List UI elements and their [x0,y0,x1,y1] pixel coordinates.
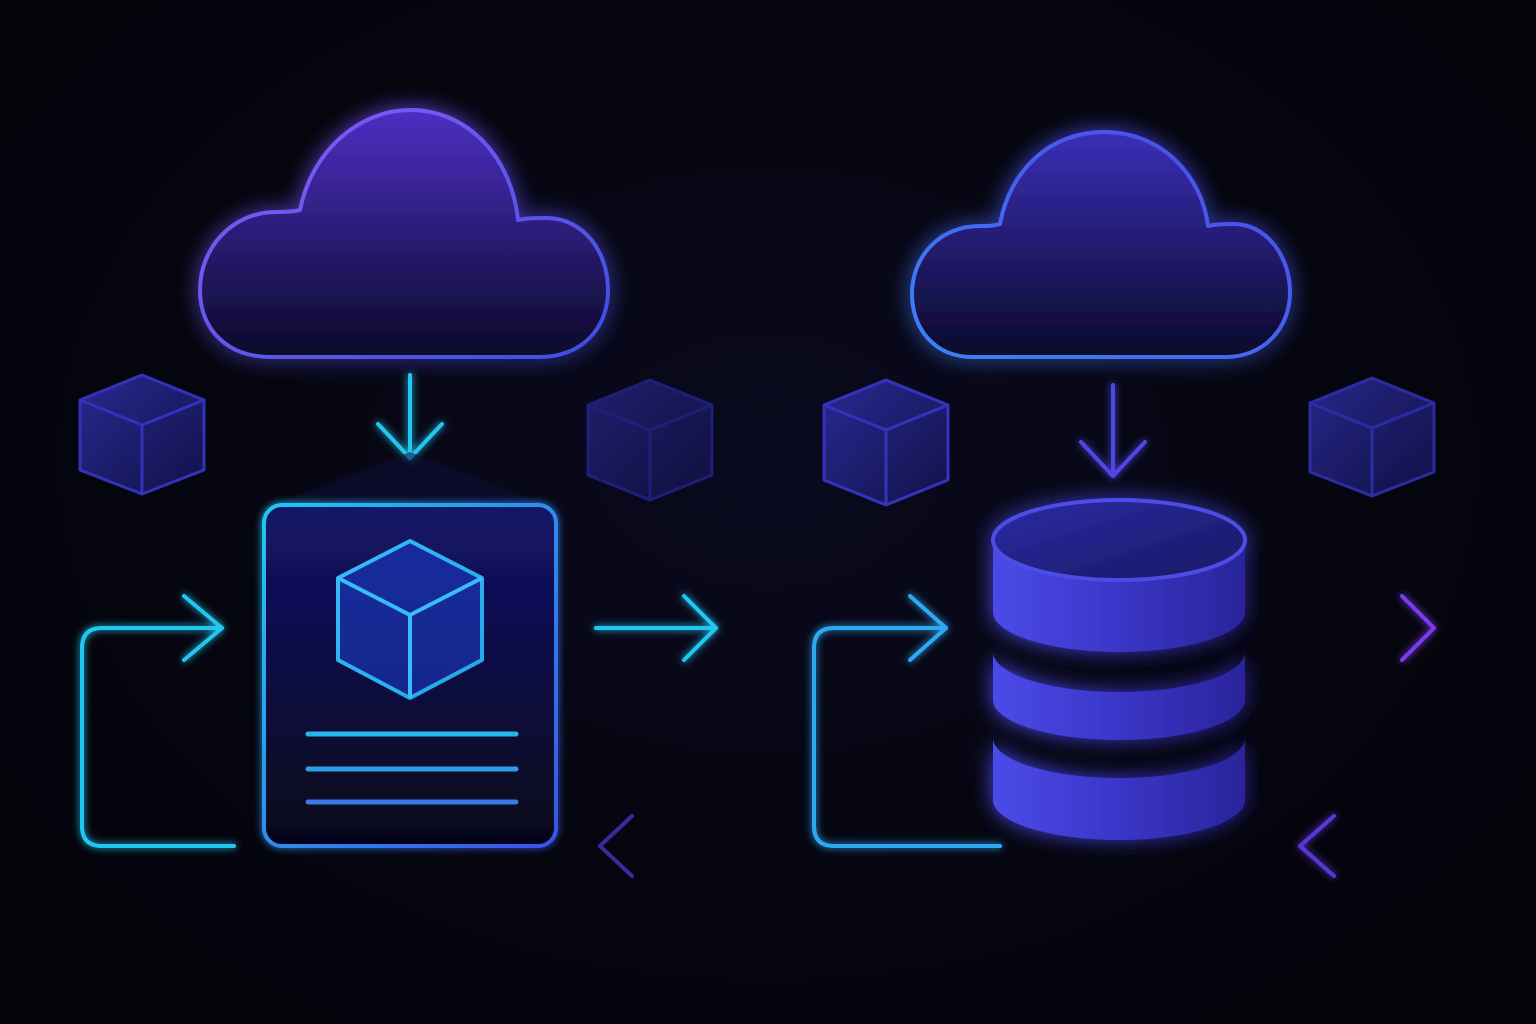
arrow-left-icon [1298,814,1426,878]
arrow-right-icon [594,594,718,662]
arrow-right-icon [1286,594,1436,662]
cube-icon [336,539,484,700]
database-icon [991,498,1247,840]
cube-icon [586,378,714,502]
document-roof [278,452,542,503]
document-with-cube-icon [262,503,558,848]
arrow-down-icon [1079,383,1147,478]
arrow-left-icon [598,814,708,878]
cube-icon [78,373,206,496]
arrow-down-icon [376,373,444,460]
loop-arrow-icon [812,594,1002,848]
cube-icon [1308,376,1436,498]
cube-icon [822,378,950,507]
loop-arrow-icon [80,594,236,848]
panel-right [812,130,1436,878]
cloud-icon [910,130,1292,359]
panel-left [78,108,718,878]
cloud-icon [198,108,610,359]
